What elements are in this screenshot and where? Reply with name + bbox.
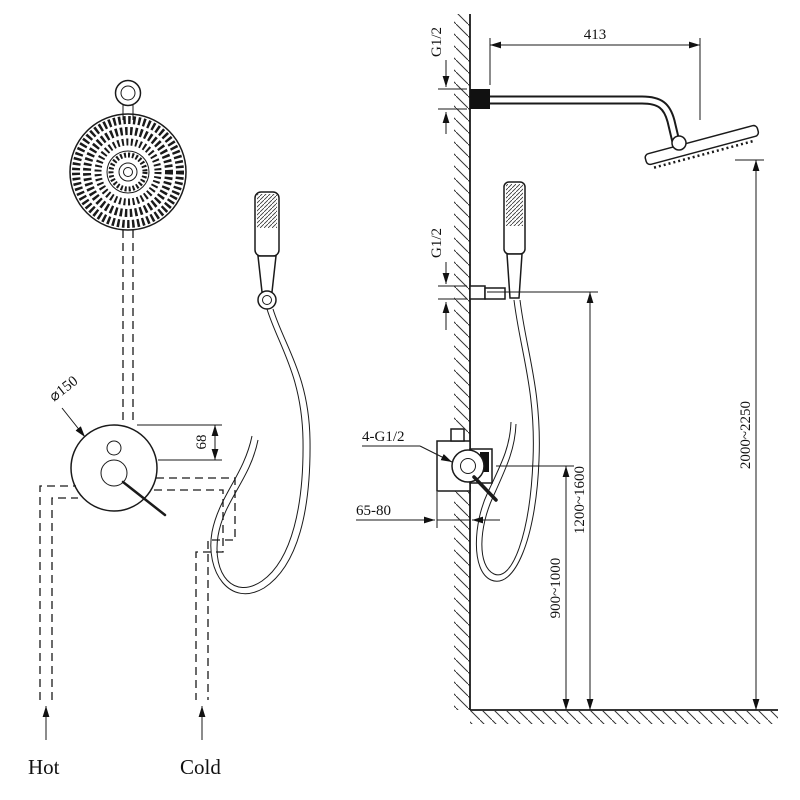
inlet-callout: 4-G1/2 (362, 429, 453, 463)
dimension-1200-1600: 1200~1600 (487, 291, 598, 710)
label-spacing-68: 68 (194, 435, 210, 450)
dimension-65-80: 65-80 (356, 492, 500, 528)
shower-hose-front (210, 308, 311, 595)
label-inlets: 4-G1/2 (362, 429, 405, 445)
hand-shower-holder-front (257, 290, 277, 310)
label-cold: Cold (180, 755, 221, 779)
label-g12-mid: G1/2 (429, 228, 445, 258)
rain-shower-head-side (644, 124, 760, 169)
wall-section (454, 14, 471, 710)
label-arm-length: 413 (584, 27, 607, 43)
shower-hose-side (475, 299, 540, 582)
label-valve-depth: 65-80 (356, 503, 391, 519)
mixer-lever-front (121, 480, 167, 517)
wall-connector-top (470, 89, 490, 109)
dimension-68: 68 (137, 424, 222, 461)
wall-bracket (469, 285, 486, 300)
label-head-height: 2000~2250 (738, 401, 754, 469)
front-view: ⌀150 68 Hot Cold (28, 79, 311, 779)
mixer-lever-side (472, 475, 498, 502)
dimension-900-1000: 900~1000 (496, 465, 574, 710)
hand-shower-side (469, 181, 526, 300)
label-holder-height: 1200~1600 (572, 466, 588, 534)
supply-pipe-cold (154, 477, 236, 700)
rain-shower-head-front (69, 113, 187, 231)
nozzle-row (653, 139, 755, 169)
label-diameter: ⌀150 (47, 373, 82, 405)
side-view: 413 G1/2 G1/2 (356, 14, 778, 724)
hand-shower-front (254, 191, 280, 310)
mixer-valve-front (70, 424, 167, 517)
arm-head-joint (671, 135, 687, 151)
floor-section (470, 709, 778, 724)
supply-pipe-hot (39, 485, 78, 700)
rain-head-wall-mount (114, 79, 142, 120)
label-hot: Hot (28, 755, 60, 779)
riser-pipe-hidden (122, 230, 134, 425)
shower-arm-side (470, 89, 687, 151)
g12-top-dimension: G1/2 (429, 27, 467, 134)
mixer-valve-side (436, 428, 498, 502)
dimension-413: 413 (489, 27, 701, 120)
label-mixer-height: 900~1000 (548, 558, 564, 619)
label-g12-top: G1/2 (429, 27, 445, 57)
diameter-callout: ⌀150 (47, 373, 86, 438)
dimension-2000-2250: 2000~2250 (735, 159, 764, 710)
g12-mid-dimension: G1/2 (429, 228, 467, 330)
